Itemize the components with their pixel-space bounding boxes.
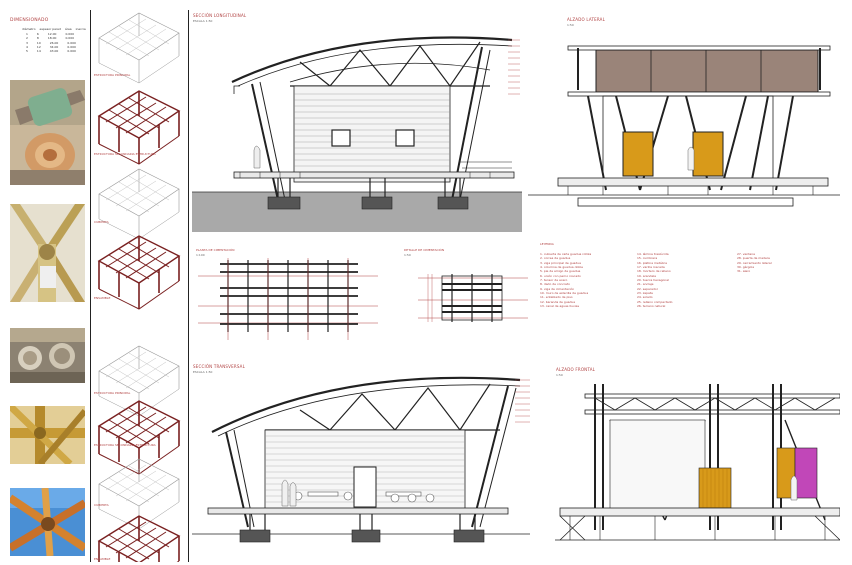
dimension-table: DIMENSIONADO diámetro espesor pared área…: [10, 18, 86, 54]
dimension-table-title: DIMENSIONADO: [10, 18, 49, 23]
legend-item: 29. cerramiento lateral: [737, 260, 772, 265]
drawing-title: DETALLE DE CIMENTACIÓN: [404, 248, 445, 252]
drawing-subtitle: 1:50: [567, 23, 574, 27]
drawing-title: ALZADO LATERAL: [567, 17, 606, 22]
legend-item: 13. canal de aguas lluvias: [540, 304, 580, 309]
legend-item: 3. viga principal de guadua: [540, 260, 581, 265]
drawing-title: SECCIÓN LONGITUDINAL: [193, 13, 247, 18]
table-header: inercia: [75, 27, 86, 31]
legend-item: 28. puerta de madera: [737, 256, 770, 261]
drawing-title: SECCIÓN TRANSVERSAL: [193, 364, 245, 369]
legend-item: 26. terreno natural: [637, 304, 666, 309]
legend-item: 22. separador: [637, 286, 658, 291]
drawing-subtitle: ESCALA 1:50: [193, 370, 213, 374]
legend-item: 27. ventana: [737, 252, 756, 256]
legend-item: 17. varilla roscada: [637, 265, 665, 270]
legend-item: 14. lámina traslúcida: [637, 252, 669, 256]
legend-item: 4. columna de guadua doble: [540, 265, 583, 270]
legend-item: 15. cumbrera: [637, 256, 658, 261]
legend-column: 1. cubierta de caña guadua rolliza 2. co…: [540, 252, 591, 308]
drawing-subtitle: 1:50: [556, 373, 563, 377]
legend-title: LEYENDA: [540, 242, 554, 246]
bamboo-cross-section-photo: [10, 328, 85, 383]
legend-item: 10. muro de esterilla de guadua: [540, 291, 589, 296]
axo-label: CUBIERTA: [94, 220, 109, 224]
axo-label: ENSAMBLE: [94, 296, 111, 300]
legend-item: 6. unión con perno roscado: [540, 273, 581, 278]
transversal-section-drawing: [192, 376, 530, 543]
drawing-subtitle: 1:100: [196, 253, 205, 257]
drawing-subtitle: ESCALA 1:50: [193, 19, 213, 23]
legend-item: 7. tensor de acero: [540, 278, 568, 283]
legend-item: 25. relleno compactado: [637, 299, 673, 304]
legend-column: 27. ventana 28. puerta de madera 29. cer…: [737, 252, 772, 274]
legend-column: 14. lámina traslúcida 15. cumbrera 16. p…: [637, 252, 673, 308]
legend-item: 8. dado de concreto: [540, 282, 571, 287]
table-header: área: [64, 27, 72, 31]
legend-item: 23. zapata: [637, 291, 653, 296]
legend-item: 5. pie de amigo de guadua: [540, 269, 581, 274]
axo-label: ESTRUCTURA PRINCIPAL: [94, 391, 131, 395]
legend-item: 21. anclaje: [637, 282, 654, 287]
legend-item: 31. alero: [737, 269, 751, 274]
bamboo-frame-photo: [10, 406, 85, 464]
legend-item: 20. tuerca hexagonal: [637, 278, 669, 283]
drawing-title: PLANTA DE CIMENTACIÓN: [196, 248, 235, 252]
bamboo-cutting-photo: [10, 80, 85, 185]
legend-item: 18. mortero de relleno: [637, 269, 671, 274]
legend-item: 24. solado: [637, 295, 653, 300]
legend-item: 19. arandela: [637, 273, 656, 278]
foundation-detail-drawing: [418, 274, 528, 322]
drawing-subtitle: 1:50: [404, 253, 411, 257]
legend-item: 11. entablado de piso: [540, 295, 573, 300]
legend-item: 16. platina metálica: [637, 260, 667, 265]
legend-item: 30. gárgola: [737, 265, 755, 270]
legend-item: 12. baranda de guadua: [540, 299, 576, 304]
legend-item: 2. correa de guadua: [540, 256, 571, 261]
legend-item: 1. cubierta de caña guadua rolliza: [540, 252, 592, 256]
bamboo-joint-photo: [10, 204, 85, 302]
table-header: espesor pared: [39, 27, 61, 31]
legend-item: 9. viga de cimentación: [540, 286, 575, 291]
axonometric-column: [98, 12, 180, 562]
longitudinal-section-drawing: [192, 36, 522, 232]
divider: [188, 10, 189, 562]
drawing-title: ALZADO FRONTAL: [556, 367, 596, 372]
bamboo-tensor-photo: [10, 488, 85, 556]
foundation-plan-drawing: [198, 258, 378, 340]
divider: [90, 10, 91, 562]
axo-label: ESTRUCTURA SECUNDARIA ESTRUCTURA: [94, 443, 156, 447]
axo-label: ENSAMBLE: [94, 557, 111, 561]
axo-label: ESTRUCTURA PRINCIPAL: [94, 73, 131, 77]
table-header: diámetro: [22, 27, 36, 31]
frontal-elevation-drawing: [555, 384, 840, 541]
axo-label: ESTRUCTURA SECUNDARIA ESTRUCTURA: [94, 152, 156, 156]
lateral-elevation-drawing: [528, 45, 840, 207]
axo-label: CUBIERTA: [94, 503, 109, 507]
